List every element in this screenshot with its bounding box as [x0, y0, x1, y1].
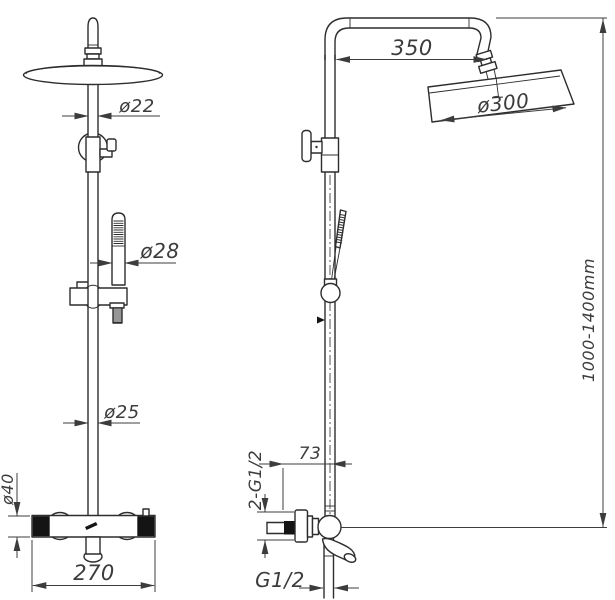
mixer-handle-right: [137, 516, 155, 537]
head-ball-joint: [475, 49, 498, 74]
dim-inlet-connections: 2-G1/2: [246, 450, 294, 558]
dim-wall-distance: 73: [259, 444, 352, 510]
dim-top-pipe-diameter: ø22: [62, 96, 160, 120]
diverter-valve: [317, 514, 342, 540]
mixer-body-front: [31, 508, 156, 563]
dim-head-diameter: ø300: [440, 88, 567, 123]
dim-label-o28: ø28: [139, 239, 179, 263]
slider-body: [85, 136, 117, 173]
dim-label-o25: ø25: [103, 402, 139, 423]
dim-height-range: 1000-1400mm: [341, 17, 607, 528]
spout-outlet: [343, 553, 357, 563]
wall-flange: [294, 509, 309, 543]
front-view: ø22 ø28 ø25 ø40 270: [0, 17, 179, 592]
bracket-screw: [109, 302, 125, 324]
hand-shower-hatch: [336, 214, 346, 244]
dim-label-o40: ø40: [0, 473, 17, 506]
spray-face-hatch: [113, 220, 124, 244]
head-rim-line: [25, 65, 161, 75]
dim-label-height: 1000-1400mm: [579, 258, 598, 382]
dim-label-270: 270: [73, 561, 115, 585]
dim-arm-length: 350: [336, 36, 488, 63]
dim-label-o22: ø22: [118, 96, 154, 117]
slider-ring-side: [320, 282, 341, 304]
mixer-handle-left: [32, 516, 50, 537]
bracket-collar-top: [85, 284, 101, 289]
dim-riser-diameter: ø25: [63, 402, 140, 427]
dim-label-350: 350: [391, 36, 433, 60]
brand-mark: [85, 522, 98, 530]
rain-shower-head-side: [427, 69, 575, 123]
screw-thread-hatch: [113, 309, 122, 323]
slider-knob: [106, 138, 117, 152]
hand-shower-front: [111, 212, 126, 286]
dim-outlet-connection: G1/2: [255, 568, 359, 592]
head-rim-side: [429, 75, 561, 94]
wall-bracket-side: [301, 129, 340, 173]
diverter-knob: [142, 508, 150, 517]
dim-label-o300: ø300: [475, 88, 531, 117]
knob-pin: [315, 145, 318, 149]
spout-front: [85, 536, 101, 555]
dim-mixer-width: 270: [31, 540, 156, 592]
dim-valve-body-diameter: ø40: [0, 473, 30, 558]
head-connector: [83, 47, 103, 67]
rain-shower-head-front: [22, 64, 164, 86]
side-view: 350 ø300 73 2-G1/2 G1/2: [246, 17, 607, 599]
dim-label-73: 73: [299, 444, 322, 464]
wall-bracket-knob: [301, 129, 312, 163]
dim-hand-shower-diameter: ø28: [90, 239, 179, 267]
bracket-collar-bottom: [85, 304, 101, 309]
valve-assembly-side: [266, 505, 357, 599]
hand-shower-side: [331, 209, 347, 281]
shower-arm: [324, 17, 492, 61]
pipe-marker-arrow: [317, 316, 325, 324]
dim-label-2-g12: 2-G1/2: [246, 450, 266, 510]
dim-label-g12: G1/2: [255, 568, 305, 592]
riser-pipe-front: [87, 17, 99, 517]
supply-inlet: [284, 521, 295, 535]
